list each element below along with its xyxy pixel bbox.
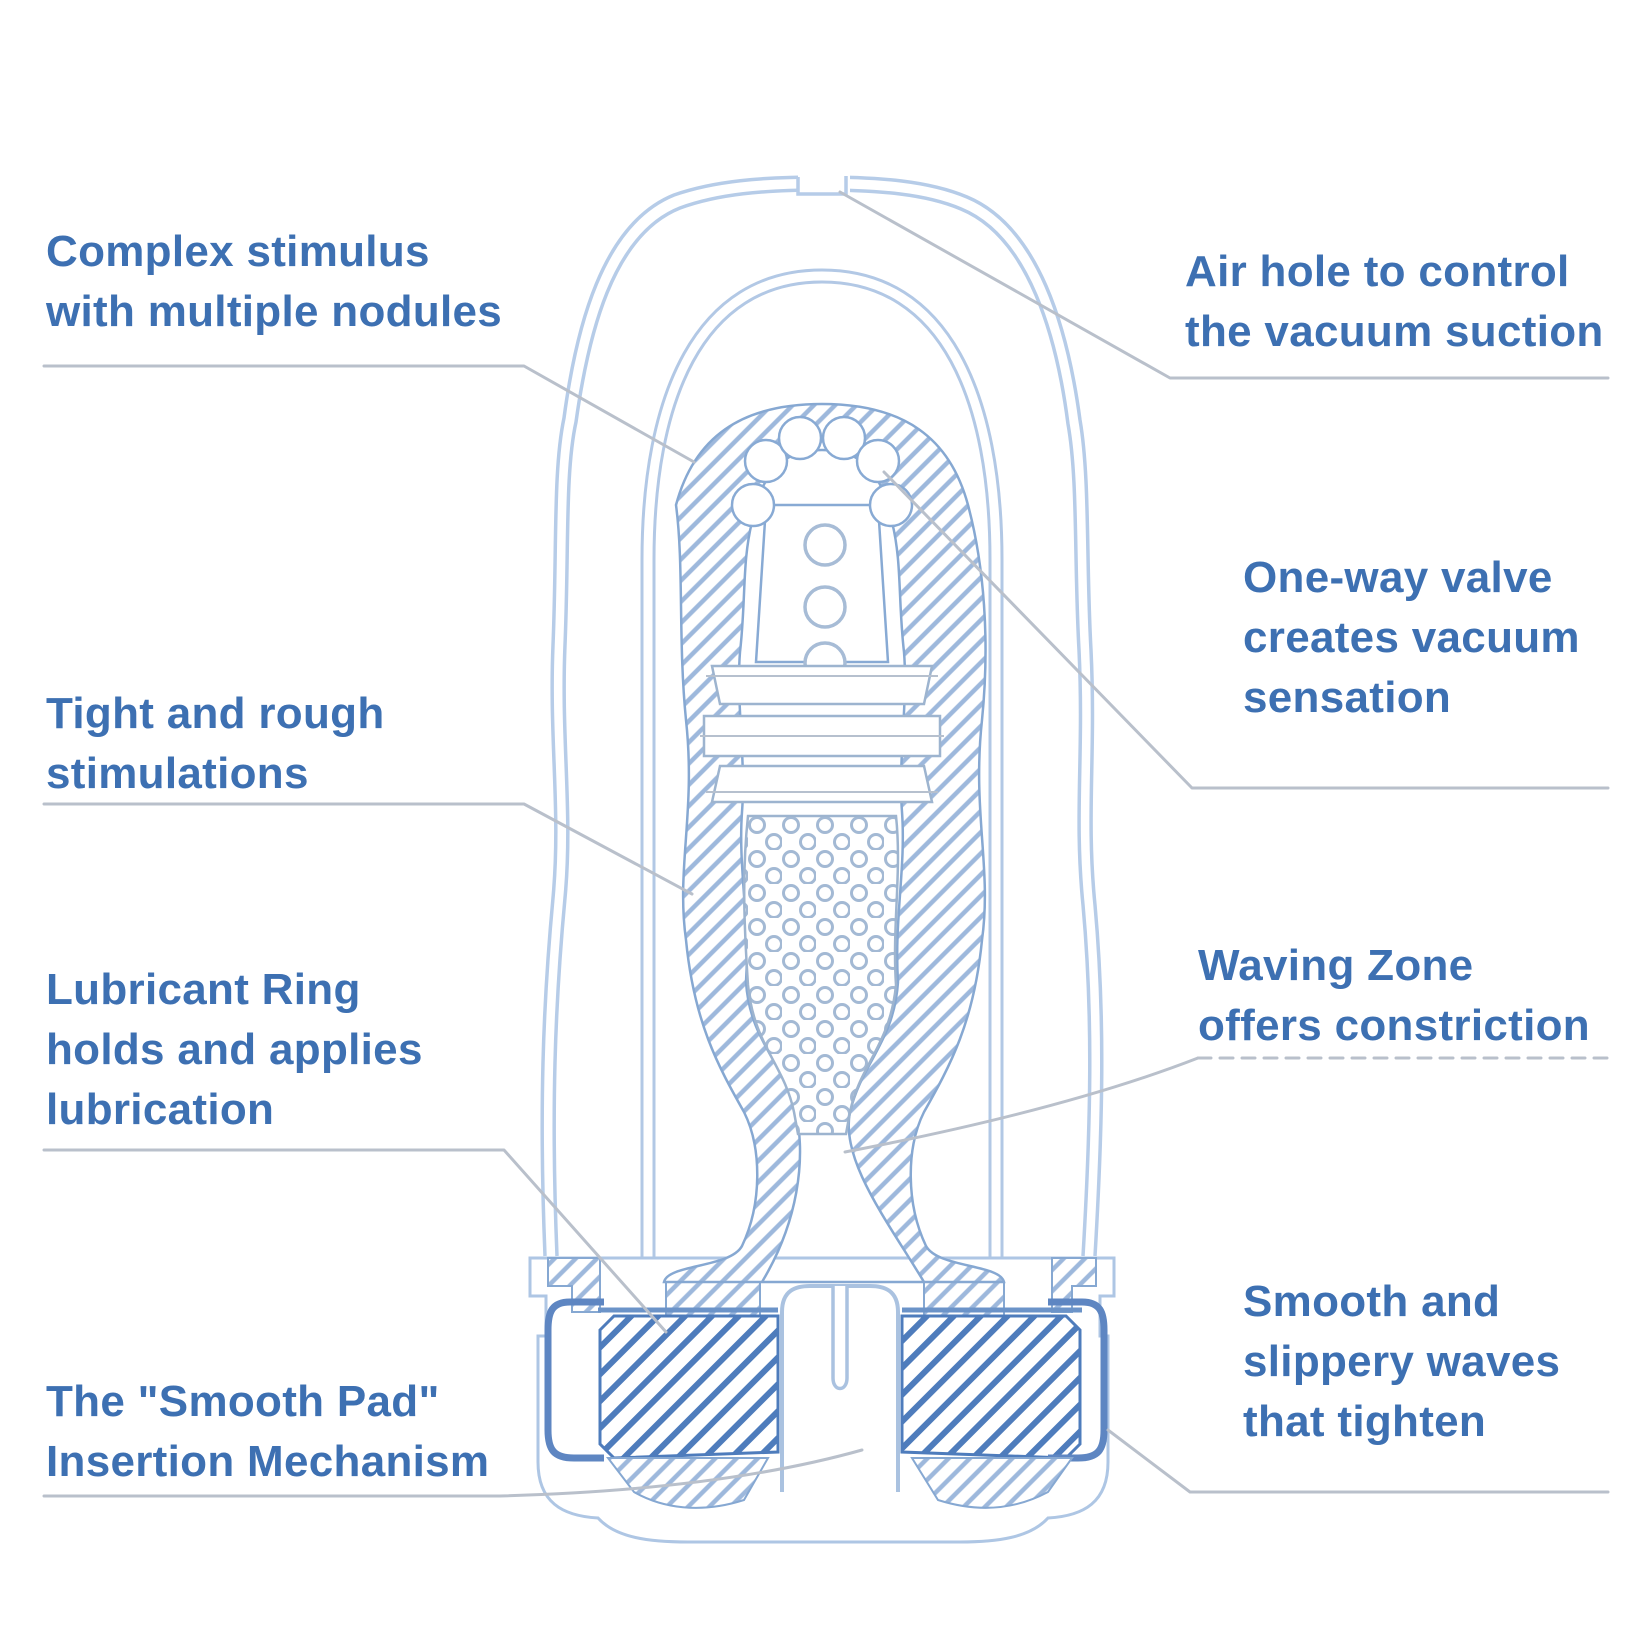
lubricant-ring-right: [1048, 1298, 1108, 1462]
leader-lines: [42, 190, 1610, 1498]
nodule-head: [730, 415, 914, 685]
leader-one-way-valve: [882, 470, 1610, 790]
valve-holes: [803, 523, 847, 685]
leader-waving-zone-tail: [843, 1056, 1200, 1154]
label-lubricant-ring: Lubricant Ring holds and applies lubrica…: [46, 965, 423, 1134]
foot-wedge-right: [910, 1457, 1074, 1509]
leader-complex-stimulus: [42, 364, 696, 464]
air-hole: [796, 170, 850, 196]
leader-lubricant-ring: [42, 1148, 668, 1334]
smooth-pad-left: [598, 1314, 780, 1460]
leader-smooth-pad: [42, 1448, 864, 1498]
suction-ribs: [702, 664, 942, 804]
sleeve-leg-left: [665, 1281, 761, 1319]
rib-lines: [700, 675, 944, 793]
label-one-way-valve: One-way valve creates vacuum sensation: [1243, 553, 1580, 722]
label-tight-rough: Tight and rough stimulations: [46, 689, 385, 798]
leader-smooth-slippery: [1106, 1428, 1610, 1494]
waving-zone-beads: [742, 814, 900, 1136]
label-air-hole: Air hole to control the vacuum suction: [1185, 247, 1604, 356]
leader-tight-rough: [42, 802, 694, 896]
base-assembly: [528, 1256, 1116, 1544]
label-smooth-pad: The "Smooth Pad" Insertion Mechanism: [46, 1377, 490, 1486]
leader-air-hole: [838, 190, 1610, 380]
insertion-slit: [831, 1286, 849, 1391]
label-smooth-slippery: Smooth and slippery waves that tighten: [1243, 1277, 1561, 1446]
smooth-pad-right: [900, 1314, 1082, 1460]
sleeve-walls: [662, 402, 1006, 1284]
lubricant-ring-left: [544, 1298, 604, 1462]
label-complex-stimulus: Complex stimulus with multiple nodules: [46, 227, 503, 336]
label-waving-zone: Waving Zone offers constriction: [1198, 941, 1590, 1050]
sleeve-leg-right: [923, 1281, 1005, 1319]
inner-capsule: [640, 268, 1004, 1280]
